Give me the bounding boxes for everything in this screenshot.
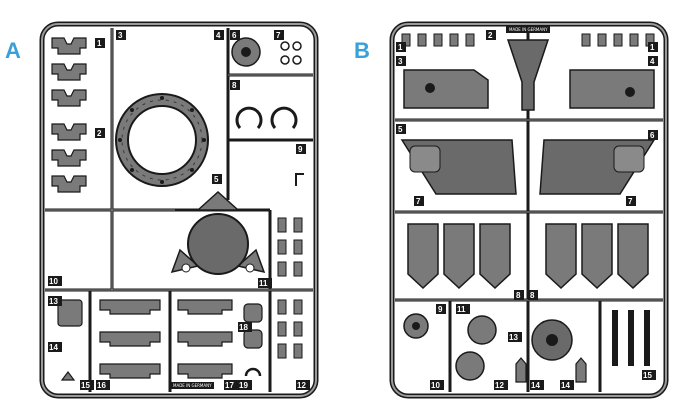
svg-text:8: 8 (530, 291, 535, 300)
svg-text:12: 12 (297, 381, 306, 390)
part-b-8-legs (407, 223, 649, 290)
part-b-4-housing (569, 69, 655, 109)
svg-text:MADE IN GERMANY: MADE IN GERMANY (509, 27, 548, 32)
svg-text:4: 4 (216, 31, 221, 40)
part-a-5-dome (170, 190, 266, 275)
svg-text:14: 14 (49, 343, 58, 352)
part-a-1-2-column (51, 37, 87, 193)
part-a-13-14 (57, 299, 83, 381)
svg-text:3: 3 (118, 31, 123, 40)
svg-text:16: 16 (97, 381, 106, 390)
panel-a-letter: A (5, 38, 21, 63)
part-b-2-funnel (506, 39, 550, 111)
svg-text:10: 10 (49, 277, 58, 286)
svg-text:2: 2 (488, 31, 493, 40)
part-numbers-b: 1 1 2 3 4 5 6 7 7 8 8 9 10 11 12 13 14 1… (396, 26, 658, 390)
part-a-17-bars (177, 299, 233, 379)
part-a-16-bars (99, 299, 161, 379)
svg-text:6: 6 (650, 131, 655, 140)
svg-text:6: 6 (232, 31, 237, 40)
svg-text:MADE IN GERMANY: MADE IN GERMANY (173, 383, 212, 388)
svg-text:11: 11 (457, 305, 466, 314)
svg-text:19: 19 (239, 381, 248, 390)
part-a-11-pins (277, 217, 303, 359)
part-a-7-pegs (280, 41, 302, 65)
part-b-3-housing (403, 69, 489, 109)
svg-text:1: 1 (650, 43, 655, 52)
svg-text:5: 5 (398, 125, 403, 134)
svg-text:9: 9 (438, 305, 443, 314)
panel-b-letter: B (354, 38, 370, 63)
svg-text:1: 1 (398, 43, 403, 52)
svg-text:10: 10 (431, 381, 440, 390)
part-b-6-shell (539, 139, 656, 195)
part-a-18-19 (243, 303, 263, 377)
svg-text:5: 5 (214, 175, 219, 184)
part-a-8-clips (235, 106, 298, 129)
part-b-5-shell (400, 139, 517, 195)
part-b-14-pegs (515, 357, 587, 383)
part-b-1-pins (401, 33, 655, 47)
part-a-3-ring (115, 93, 209, 187)
part-b-11-12-discs (455, 315, 497, 381)
svg-text:7: 7 (276, 31, 281, 40)
svg-text:17: 17 (225, 381, 234, 390)
svg-text:18: 18 (239, 323, 248, 332)
part-b-13-hub (531, 319, 573, 361)
svg-text:4: 4 (650, 57, 655, 66)
svg-text:9: 9 (298, 145, 303, 154)
svg-text:7: 7 (416, 197, 421, 206)
svg-text:11: 11 (259, 279, 268, 288)
svg-text:15: 15 (81, 381, 90, 390)
svg-text:8: 8 (516, 291, 521, 300)
svg-text:13: 13 (49, 297, 58, 306)
svg-text:8: 8 (232, 81, 237, 90)
svg-text:7: 7 (628, 197, 633, 206)
part-b-15-rods (612, 310, 650, 366)
svg-text:2: 2 (97, 129, 102, 138)
svg-text:14: 14 (531, 381, 540, 390)
svg-text:13: 13 (509, 333, 518, 342)
svg-text:1: 1 (97, 39, 102, 48)
svg-text:3: 3 (398, 57, 403, 66)
part-b-9-disc (403, 313, 429, 339)
part-a-6-disc (231, 37, 261, 67)
svg-text:15: 15 (643, 371, 652, 380)
part-numbers-a: 1 2 3 4 5 6 7 8 9 10 11 12 13 14 15 16 1… (48, 30, 310, 390)
svg-text:12: 12 (495, 381, 504, 390)
part-a-9-hook (295, 173, 304, 186)
svg-text:14: 14 (561, 381, 570, 390)
